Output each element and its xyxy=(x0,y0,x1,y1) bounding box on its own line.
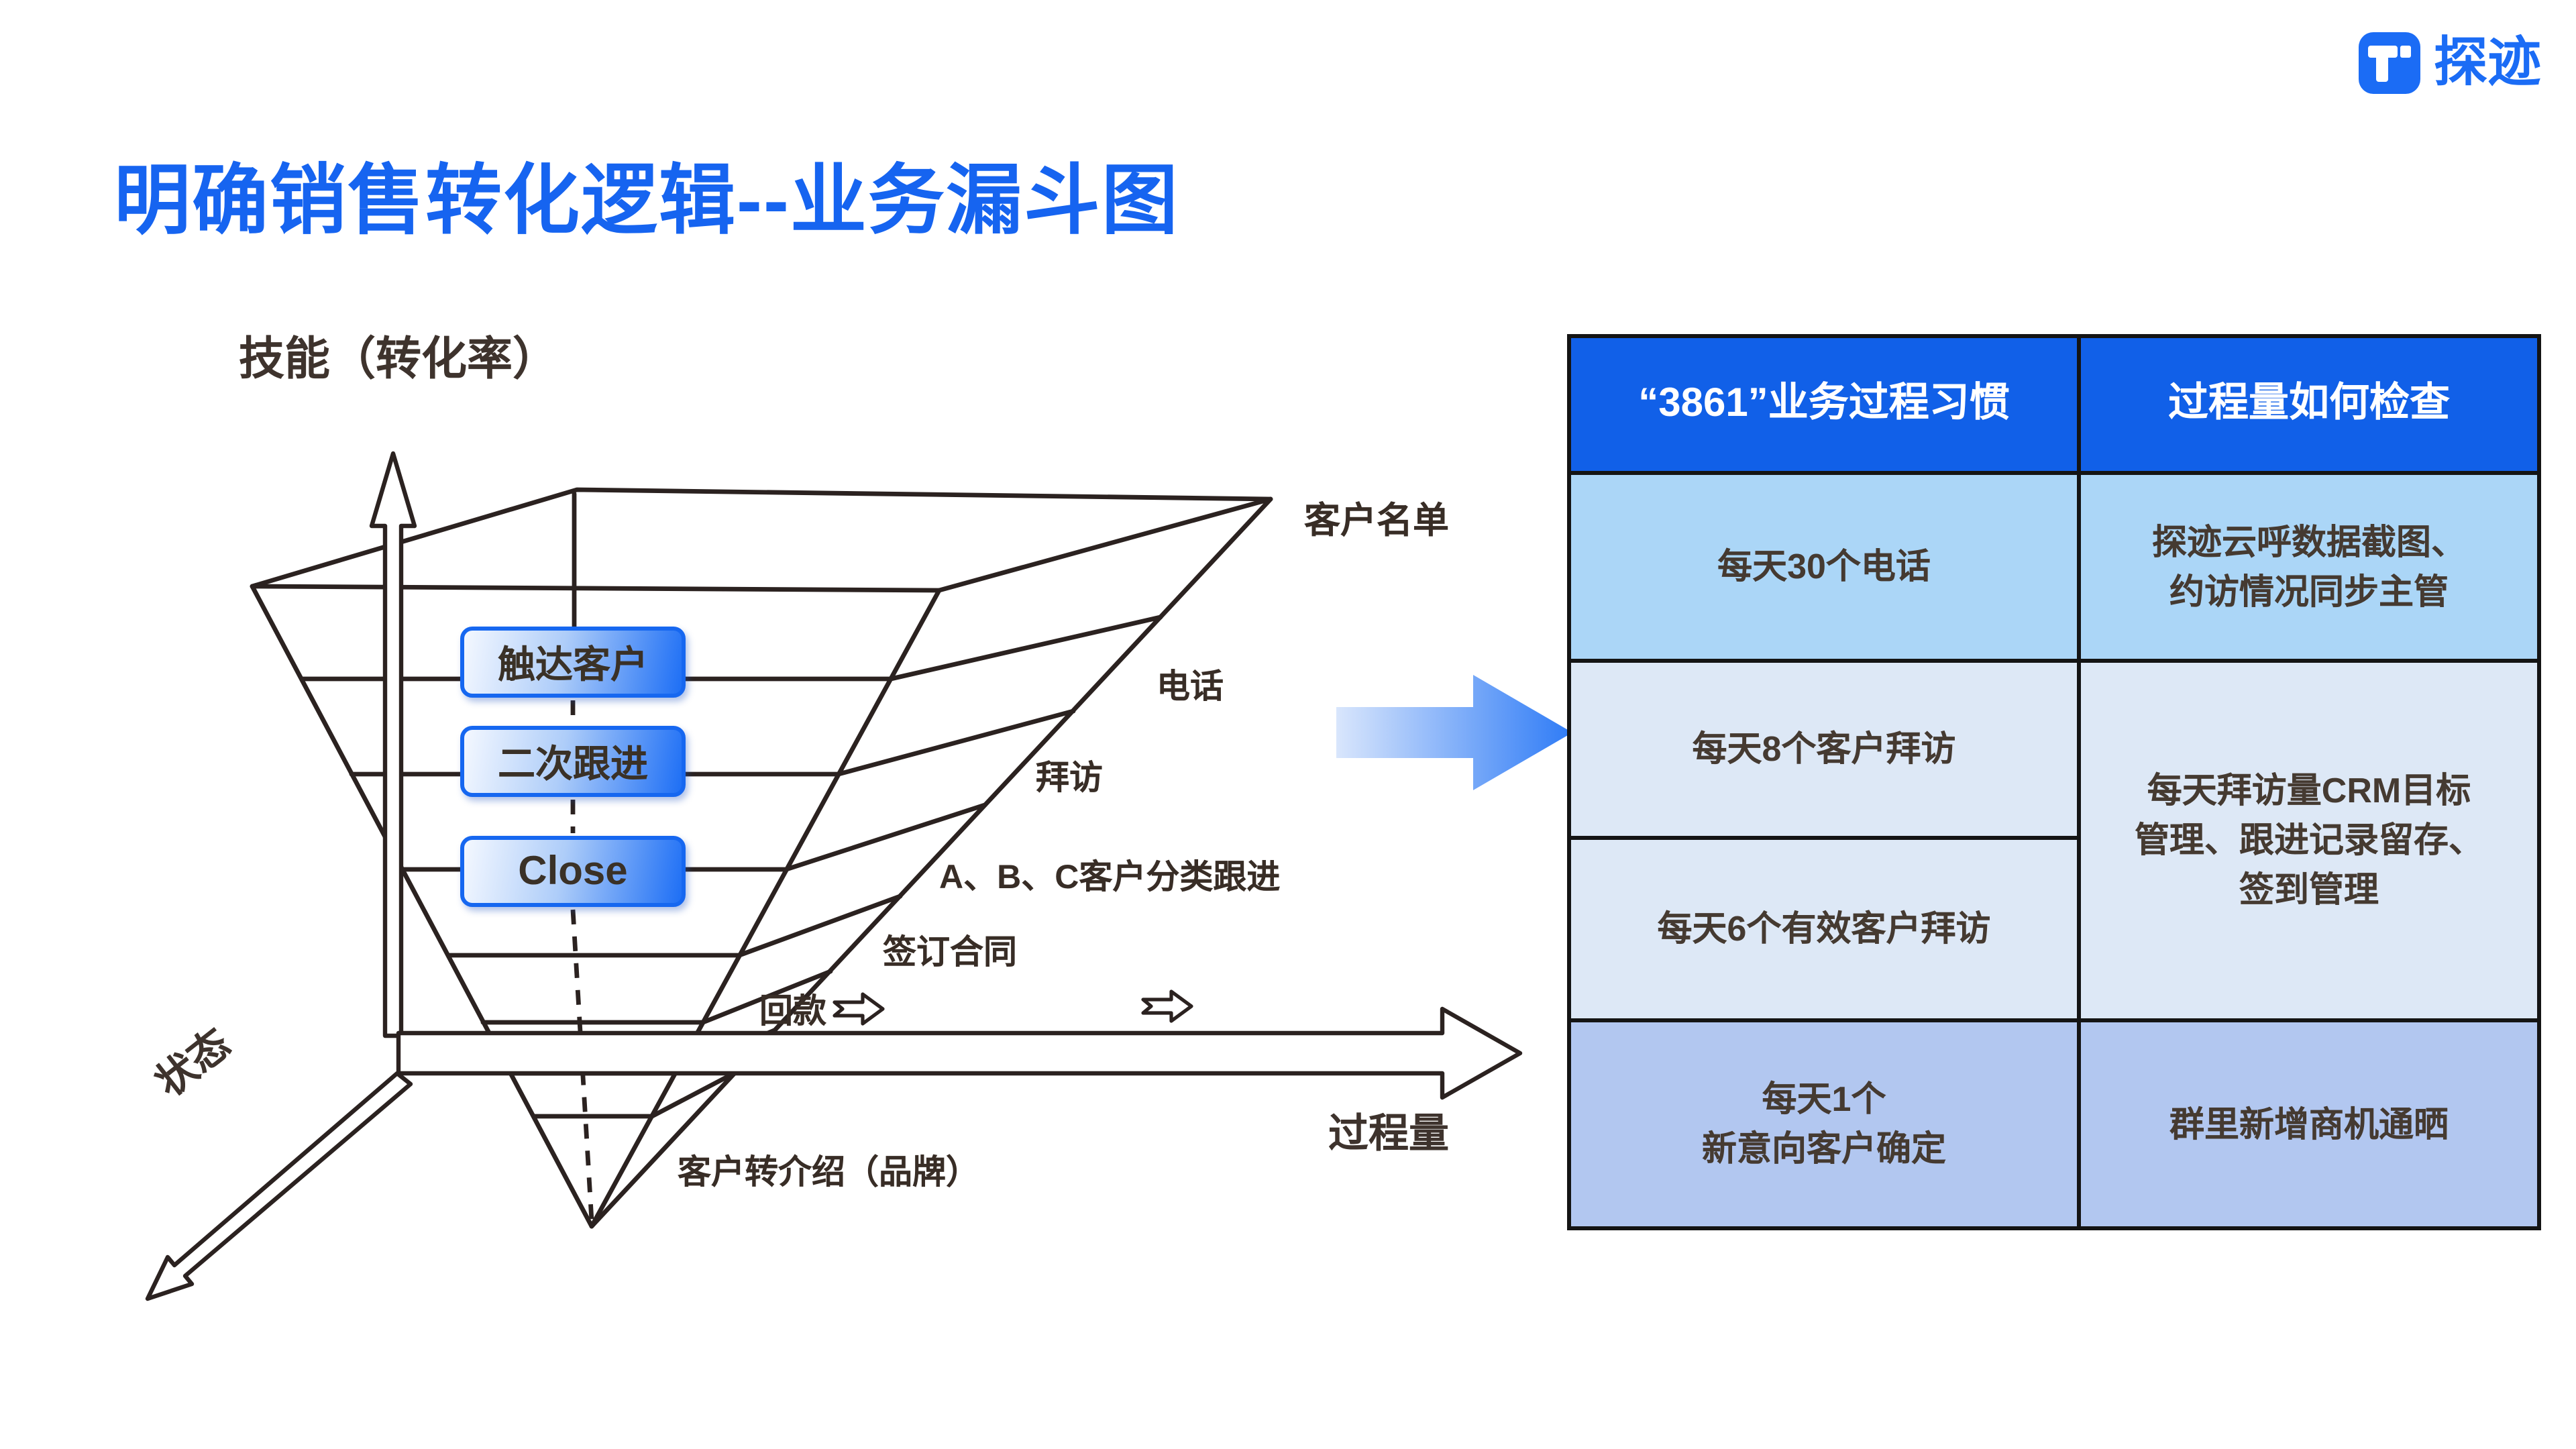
process-flow-arrow-icon xyxy=(1141,989,1193,1023)
x-axis-label: 过程量 xyxy=(1328,1112,1449,1157)
funnel-edge-front-right xyxy=(589,588,942,1229)
brand-logo-text: 探迹 xyxy=(2434,34,2541,93)
funnel-wireframe xyxy=(250,487,1273,1229)
page-title: 明确销售转化逻辑--业务漏斗图 xyxy=(114,158,1179,244)
x-axis-arrow xyxy=(396,1006,1523,1100)
stage-button-second-followup: 二次跟进 xyxy=(460,726,686,797)
table-cell-30-calls: 每天30个电话 xyxy=(1571,471,2077,659)
table-cell-line: 签到管理 xyxy=(2239,869,2379,910)
table-cell-cloud-call-check: 探迹云呼数据截图、 约访情况同步主管 xyxy=(2077,471,2537,659)
logo-t-glyph xyxy=(2368,46,2411,82)
table-cell-line: 每天1个 xyxy=(1762,1079,1886,1120)
funnel-level-referral: 客户转介绍（品牌） xyxy=(678,1154,980,1191)
table-cell-1-new-intent: 每天1个 新意向客户确定 xyxy=(1571,1018,2077,1226)
table-header-habit: “3861”业务过程习惯 xyxy=(1571,338,2077,471)
funnel-level-customer-list: 客户名单 xyxy=(1304,500,1449,541)
stage-button-close: Close xyxy=(460,836,686,907)
funnel-rim-right xyxy=(936,496,1273,593)
stage-button-reach-customer: 触达客户 xyxy=(460,627,686,698)
process-habit-table: “3861”业务过程习惯 过程量如何检查 每天30个电话 探迹云呼数据截图、 约… xyxy=(1567,334,2541,1230)
y-axis-label: 技能（转化率） xyxy=(239,334,558,385)
payment-flow-arrow-icon xyxy=(833,992,885,1026)
funnel-level-sign-contract: 签订合同 xyxy=(883,934,1018,971)
funnel-edge-right xyxy=(589,496,1273,1229)
big-right-arrow-icon xyxy=(1336,675,1572,790)
funnel-level-abc-followup: A、B、C客户分类跟进 xyxy=(939,859,1281,896)
funnel-level-phone: 电话 xyxy=(1157,668,1224,706)
funnel-rim-back xyxy=(250,487,1273,589)
funnel-edge-left xyxy=(250,584,594,1229)
y-axis-arrow xyxy=(369,451,417,1038)
table-cell-8-visits: 每天8个客户拜访 xyxy=(1571,659,2077,836)
funnel-center-dashed-line xyxy=(570,700,594,1222)
table-cell-line: 约访情况同步主管 xyxy=(2169,571,2449,611)
table-cell-crm-check: 每天拜访量CRM目标 管理、跟进记录留存、 签到管理 xyxy=(2077,659,2537,1018)
table-cell-line: 每天拜访量CRM目标 xyxy=(2147,770,2471,811)
table-cell-line: 新意向客户确定 xyxy=(1701,1128,1946,1169)
table-cell-6-valid-visits: 每天6个有效客户拜访 xyxy=(1571,836,2077,1018)
funnel-level-payment: 回款 xyxy=(759,993,827,1030)
table-cell-group-share: 群里新增商机通晒 xyxy=(2077,1018,2537,1226)
z-axis-arrow xyxy=(145,1071,413,1301)
table-cell-line: 管理、跟进记录留存、 xyxy=(2134,820,2483,861)
tanji-logo-icon xyxy=(2359,32,2420,94)
funnel-rim-front xyxy=(250,584,942,593)
brand-logo: 探迹 xyxy=(2359,32,2541,94)
table-header-check: 过程量如何检查 xyxy=(2077,338,2537,471)
table-cell-line: 探迹云呼数据截图、 xyxy=(2151,521,2466,562)
funnel-level-visit: 拜访 xyxy=(1036,759,1104,797)
